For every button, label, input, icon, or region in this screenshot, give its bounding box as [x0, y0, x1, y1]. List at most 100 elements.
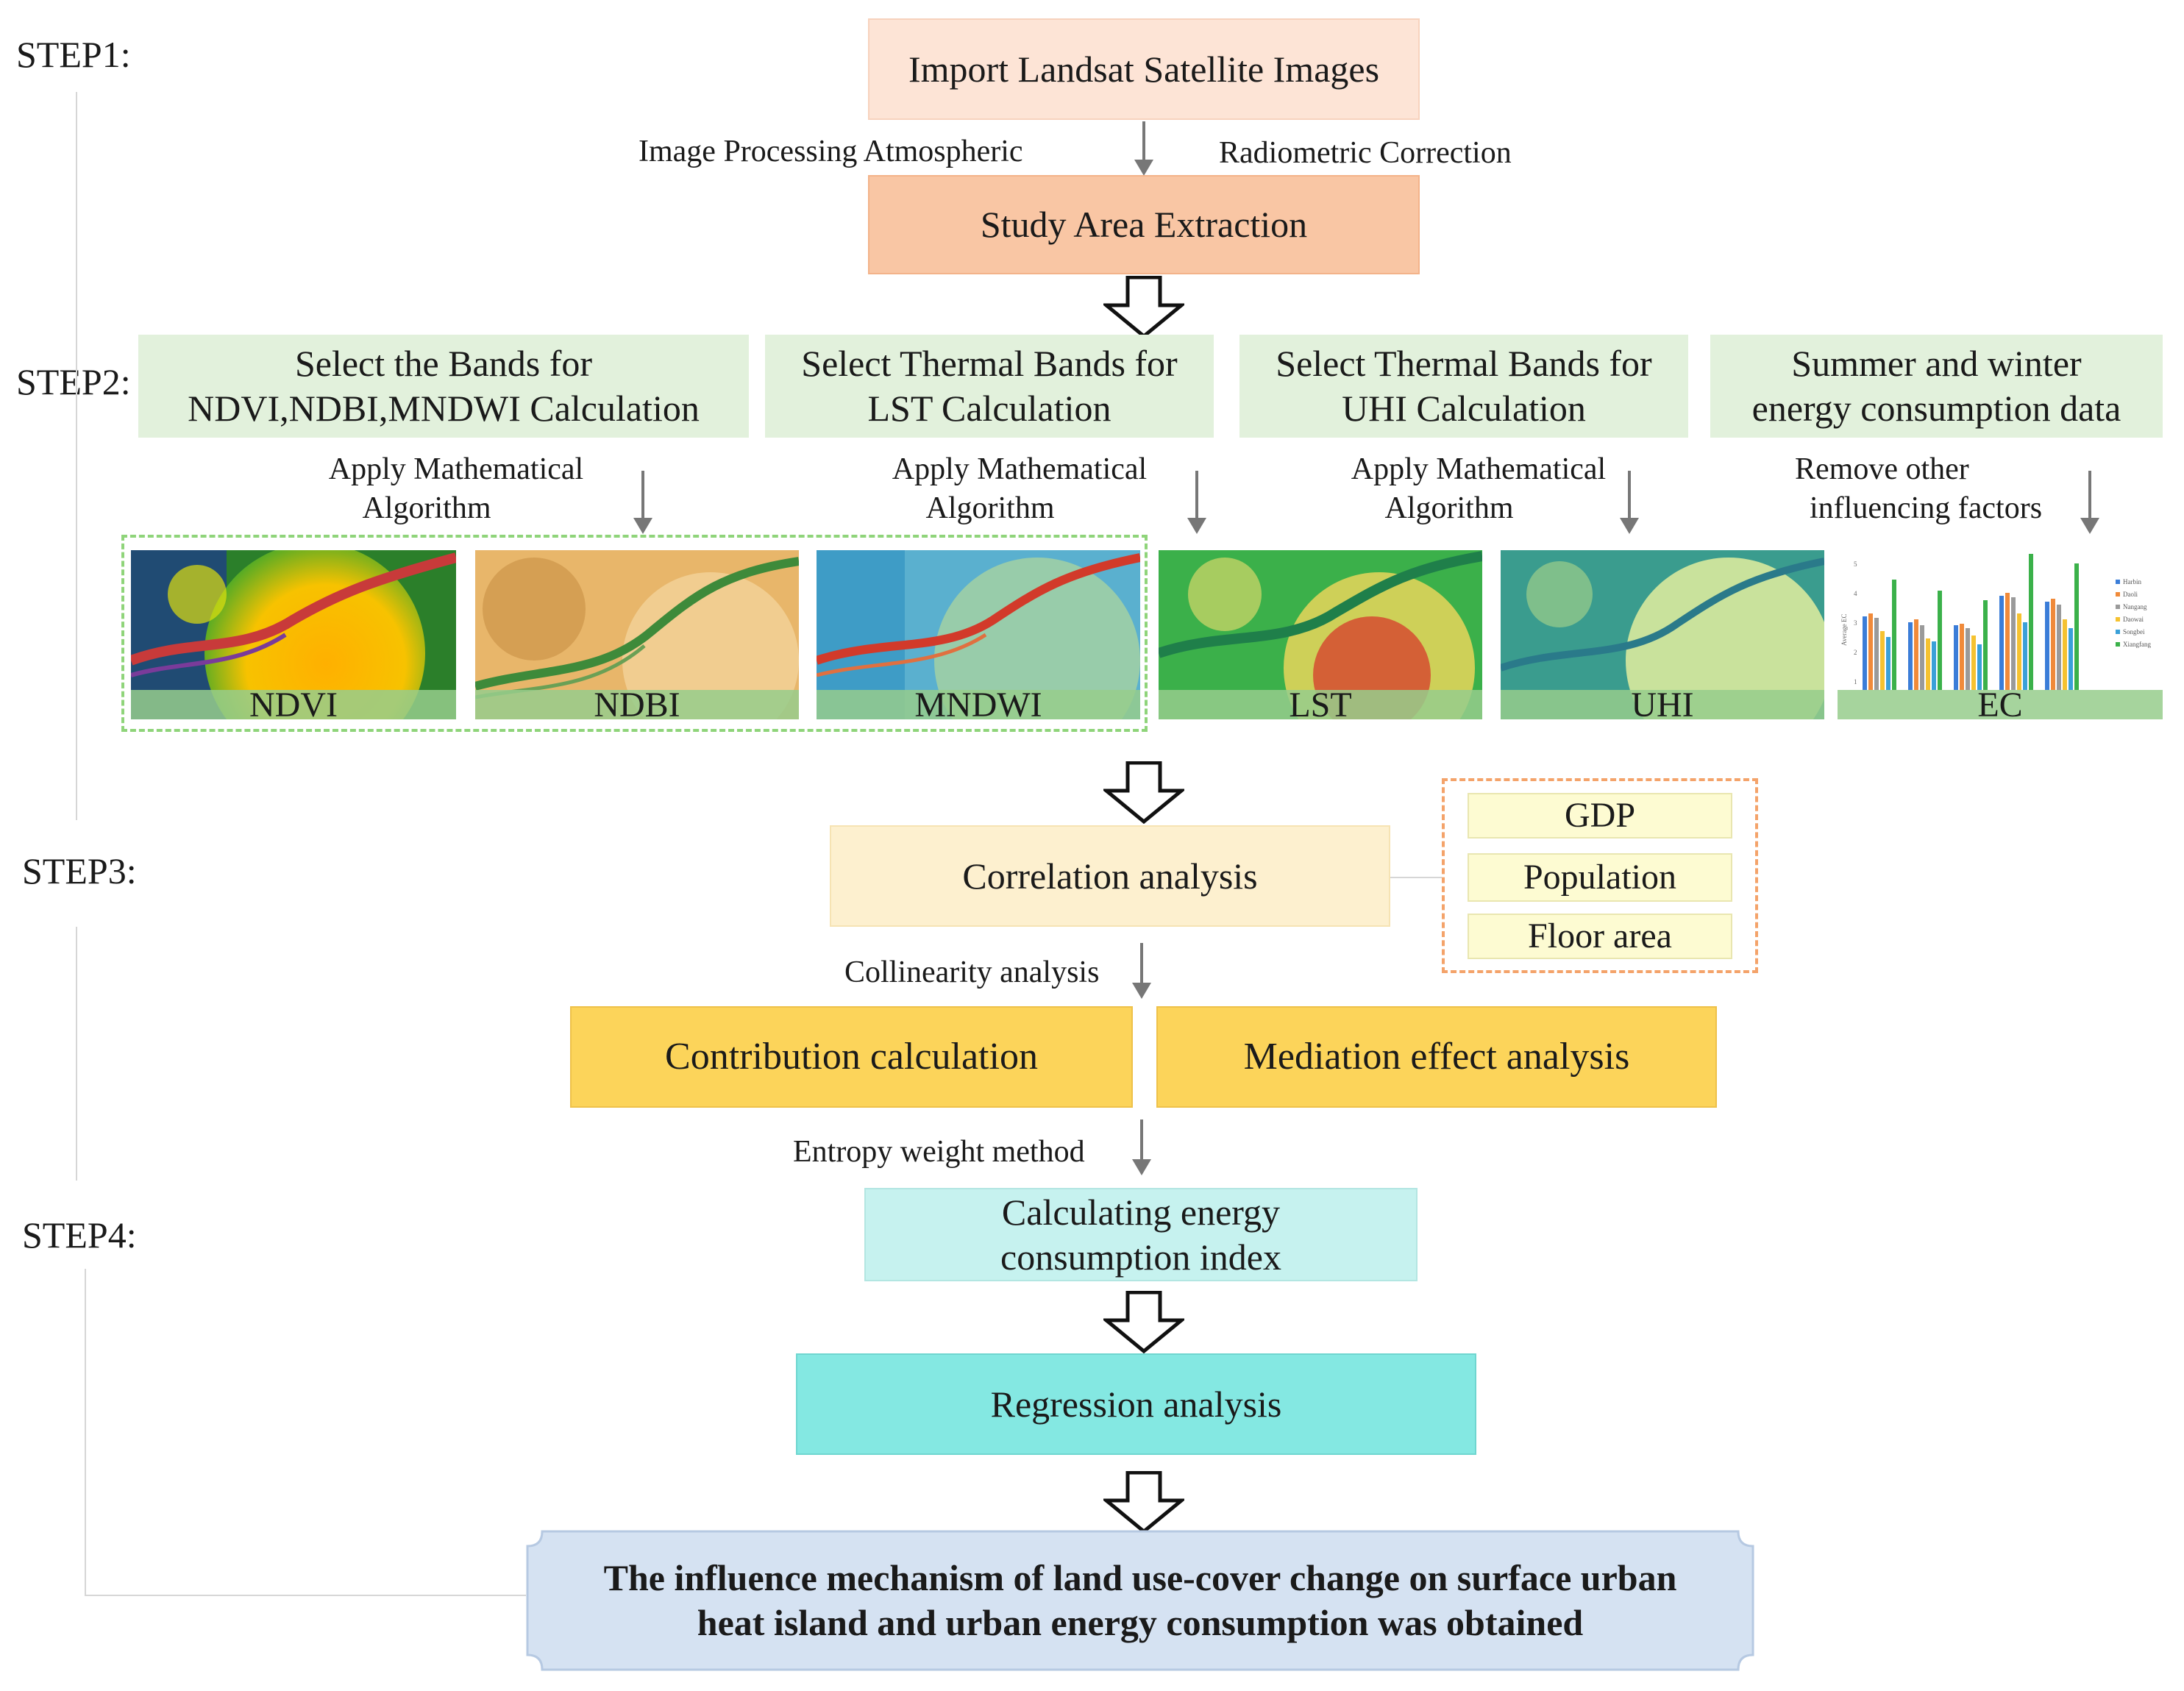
ec-bar: [1880, 631, 1885, 690]
import-landsat-box: Import Landsat Satellite Images: [868, 18, 1420, 120]
caption-text: NDVI: [249, 686, 338, 719]
ec-bar: [1914, 619, 1918, 690]
remove-factors-label: Remove other influencing factors: [1795, 450, 2042, 527]
ec-legend-swatch: [2116, 580, 2120, 584]
caption-text: UHI: [1631, 686, 1694, 719]
ec-bar: [1932, 641, 1936, 690]
ec-legend-swatch: [2116, 642, 2120, 647]
ec-legend-swatch: [2116, 592, 2120, 597]
ec-tick: 4: [1854, 590, 1857, 597]
down-arrow: [1132, 943, 1151, 999]
result-line: The influence mechanism of land use-cove…: [603, 1557, 1677, 1598]
regression-analysis-box: Regression analysis: [796, 1353, 1476, 1455]
result-box: The influence mechanism of land use-cove…: [526, 1530, 1754, 1671]
box-line: consumption index: [1000, 1236, 1281, 1278]
ec-caption: EC: [1838, 686, 2163, 719]
ec-legend-label: Songbei: [2123, 628, 2145, 636]
ec-tick: 5: [1854, 560, 1857, 568]
block-arrow-icon: [1103, 276, 1184, 338]
down-arrow: [1134, 121, 1153, 176]
index-group-frame: [121, 535, 1148, 732]
ec-legend-label: Xiangfang: [2123, 641, 2151, 648]
label-line: Algorithm: [1384, 491, 1514, 525]
step-guide-line: [85, 1595, 526, 1596]
step-guide-line: [76, 927, 77, 1181]
lst-caption: LST: [1159, 686, 1482, 719]
ec-legend-label: Harbin: [2123, 578, 2141, 585]
radiometric-correction-label: Radiometric Correction: [1219, 136, 1512, 170]
header-line: Select the Bands for: [294, 343, 593, 384]
collinearity-label: Collinearity analysis: [844, 955, 1100, 989]
header-line: Select Thermal Bands for: [1276, 343, 1652, 384]
label-line: influencing factors: [1810, 491, 2043, 525]
label-line: Apply Mathematical: [328, 452, 584, 486]
factors-frame: [1442, 778, 1758, 973]
correlation-analysis-box: Correlation analysis: [830, 825, 1390, 927]
ec-bar: [2045, 602, 2049, 690]
ec-bar: [2074, 563, 2079, 690]
caption-text: NDBI: [594, 686, 680, 719]
down-arrow: [633, 471, 652, 534]
label-line: Algorithm: [362, 491, 491, 525]
factor-floor-area: Floor area: [1468, 914, 1732, 959]
box-line: Calculating energy: [1001, 1191, 1281, 1233]
ec-bar: [1938, 591, 1942, 690]
factor-population: Population: [1468, 853, 1732, 902]
ec-bar: [2029, 554, 2033, 690]
down-arrow: [1187, 471, 1206, 534]
header-line: LST Calculation: [867, 388, 1111, 429]
result-box-shape: [526, 1530, 1754, 1671]
ec-bar: [1886, 637, 1890, 690]
ec-legend-swatch: [2116, 617, 2120, 622]
uhi-caption: UHI: [1501, 686, 1824, 719]
ec-bar: [2051, 599, 2055, 690]
entropy-weight-label: Entropy weight method: [793, 1135, 1085, 1169]
block-arrow-icon: [1103, 1291, 1184, 1353]
factor-gdp: GDP: [1468, 793, 1732, 839]
mndwi-caption: MNDWI: [817, 686, 1140, 719]
ec-bar: [1954, 625, 1958, 690]
ec-bar: [1926, 638, 1930, 690]
down-arrow: [1132, 1119, 1151, 1175]
ec-bars: [1863, 554, 2079, 690]
ec-tick: 3: [1854, 619, 1857, 627]
header-line: Select Thermal Bands for: [801, 343, 1178, 384]
ec-tick: 1: [1854, 678, 1857, 686]
ec-bar: [2057, 605, 2061, 690]
ec-bar: [2017, 613, 2021, 690]
label-line: Remove other: [1795, 452, 1969, 486]
ec-bar: [2063, 619, 2067, 690]
ec-legend-swatch: [2116, 630, 2120, 634]
label-line: Algorithm: [925, 491, 1055, 525]
step3-label: STEP3:: [22, 850, 137, 891]
header-line: NDVI,NDBI,MNDWI Calculation: [188, 388, 700, 429]
uhi-map-image: [1501, 550, 1824, 719]
step2-label: STEP2:: [16, 361, 131, 402]
ec-bar: [1892, 580, 1896, 690]
ec-bar: [2023, 622, 2027, 690]
ec-bar: [1920, 625, 1924, 690]
step-guide-line: [76, 92, 77, 820]
caption-text: LST: [1289, 686, 1352, 719]
lst-map: LST: [1159, 550, 1482, 719]
ec-legend-label: Daoli: [2123, 591, 2138, 598]
algorithm-label-3: Apply Mathematical Algorithm: [1346, 450, 1611, 527]
ndvi-caption: NDVI: [131, 686, 456, 719]
ec-bar: [1966, 628, 1970, 690]
down-arrow: [2080, 471, 2099, 534]
ec-legend-label: Nangang: [2123, 603, 2147, 610]
ec-bar: [1960, 624, 1964, 690]
down-arrow: [1620, 471, 1639, 534]
contribution-calculation-box: Contribution calculation: [570, 1006, 1133, 1108]
ec-tick: 2: [1854, 649, 1857, 656]
step1-label: STEP1:: [16, 34, 131, 75]
ec-bar: [1908, 622, 1913, 690]
ec-bar: [2069, 628, 2073, 690]
label-line: Apply Mathematical: [892, 452, 1148, 486]
